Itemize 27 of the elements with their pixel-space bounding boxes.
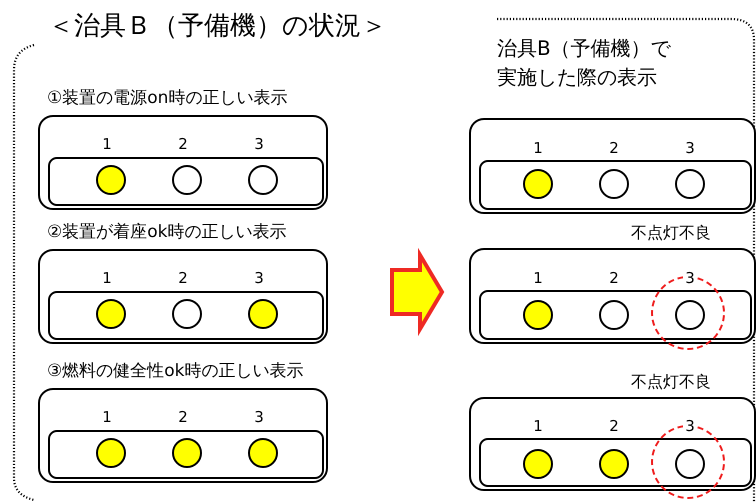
lamp-circle (172, 438, 202, 468)
indicator-panel (469, 118, 756, 214)
lamp-circle (523, 169, 553, 199)
title-heading: ＜治具Ｂ（予備機）の状況＞ (48, 10, 387, 42)
lamp-circle (523, 300, 553, 330)
lamp-circle (248, 438, 278, 468)
lamp-circle (172, 165, 202, 195)
lamp-circle (599, 300, 629, 330)
section-heading: 治具B（予備機）で実施した際の表示 (497, 35, 672, 91)
lamp-circle (248, 165, 278, 195)
panel-heading: ③燃料の健全性ok時の正しい表示 (47, 360, 304, 382)
lamp-circle (523, 449, 553, 479)
lamp-circle (675, 300, 705, 330)
lamp-circle (172, 299, 202, 329)
lamp-circle (96, 299, 126, 329)
lamp-circle (599, 449, 629, 479)
panel-heading: ②装置が着座ok時の正しい表示 (47, 221, 286, 243)
beside-label: 不点灯不良 (631, 372, 711, 392)
lamp-circle (675, 449, 705, 479)
lamp-circle (96, 438, 126, 468)
lamp-circle (248, 299, 278, 329)
block-arrow (390, 248, 444, 336)
lamp-circle (96, 165, 126, 195)
lamp-circle (599, 169, 629, 199)
panel-heading: ①装置の電源on時の正しい表示 (47, 87, 288, 109)
lamp-circle (675, 169, 705, 199)
beside-label: 不点灯不良 (631, 223, 711, 243)
